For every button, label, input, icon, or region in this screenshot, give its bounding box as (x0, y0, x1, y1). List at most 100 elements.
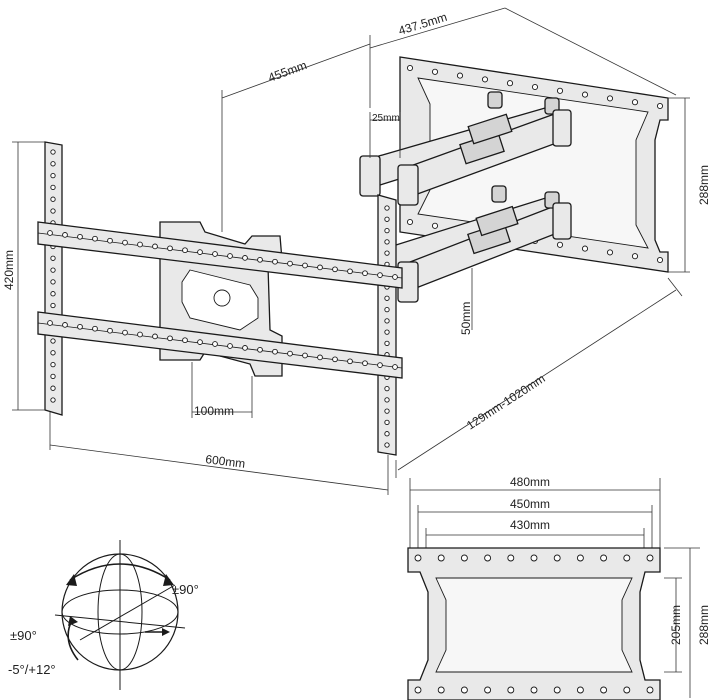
mounting-hole (600, 554, 608, 562)
mounting-hole (437, 686, 445, 694)
mounting-hole (302, 352, 308, 359)
mounting-hole (384, 295, 390, 301)
mounting-hole (242, 345, 248, 351)
label-tilt: -5°/+12° (8, 662, 56, 677)
mounting-hole (460, 686, 468, 694)
mounting-hole (377, 272, 383, 278)
mounting-hole (456, 72, 464, 79)
mounting-hole (581, 91, 589, 98)
mounting-hole (332, 266, 338, 273)
mounting-hole (242, 255, 248, 261)
mounting-hole (77, 233, 83, 240)
label-swivel-left: ±90° (10, 628, 37, 643)
mounting-hole (384, 385, 390, 392)
mounting-hole (50, 302, 56, 309)
mounting-hole (152, 243, 158, 250)
mounting-hole (287, 350, 293, 357)
mounting-hole (182, 247, 188, 254)
mounting-hole (384, 306, 390, 313)
mounting-hole (47, 320, 53, 326)
mounting-hole (122, 329, 128, 336)
label-plate-width-inner: 430mm (510, 518, 550, 532)
mounting-hole (212, 251, 218, 257)
mounting-hole (507, 554, 515, 562)
mounting-hole (484, 554, 492, 562)
mounting-hole (581, 245, 589, 252)
mounting-hole (362, 360, 368, 367)
mounting-hole (62, 322, 68, 328)
wall-plate-detail: 480mm 450mm 430mm 205mm 288mm (407, 475, 711, 700)
mounting-hole (530, 554, 538, 562)
mounting-hole (484, 686, 492, 694)
mounting-hole (257, 256, 263, 263)
mounting-hole (553, 686, 561, 694)
mounting-hole (50, 149, 56, 155)
mounting-hole (531, 83, 539, 91)
mounting-hole (257, 346, 263, 353)
mounting-hole (646, 686, 654, 694)
mounting-hole (406, 64, 414, 72)
mounting-hole (50, 385, 56, 391)
lower-horizontal-rail (37, 311, 403, 379)
mounting-hole (302, 262, 308, 269)
label-plate-height-inner: 205mm (669, 605, 683, 645)
mounting-hole (167, 335, 173, 342)
mounting-hole (656, 102, 664, 110)
mounting-hole (167, 245, 173, 252)
right-vertical-bracket (377, 194, 397, 456)
mounting-hole (631, 253, 639, 260)
mounting-hole (50, 291, 56, 297)
mounting-hole (122, 239, 128, 246)
label-plate-width: 437.5mm (397, 10, 449, 38)
mounting-hole (182, 337, 188, 344)
mounting-hole (347, 268, 353, 275)
mounting-hole (384, 329, 390, 335)
label-swivel-right: ±90° (172, 582, 199, 597)
mounting-hole (317, 264, 323, 271)
label-vesa-center: 100mm (194, 404, 234, 418)
dimension-arm-gap: 50mm (459, 268, 473, 335)
mounting-hole (362, 270, 368, 277)
mounting-hole (272, 348, 278, 355)
mounting-hole (384, 239, 390, 245)
mounting-hole (600, 686, 608, 694)
mounting-hole (556, 241, 564, 248)
mounting-hole (414, 686, 422, 694)
mounting-hole (506, 80, 514, 87)
mounting-hole (347, 358, 353, 365)
label-plate-width-outer: 480mm (510, 475, 550, 489)
mounting-hole (317, 354, 323, 361)
mounting-hole (576, 686, 584, 694)
mounting-hole (377, 362, 383, 368)
tilt-swivel-diagram: ±90° ±90° -5°/+12° (8, 540, 199, 690)
mounting-hole (50, 184, 56, 191)
label-bracket-height: 420mm (2, 250, 16, 290)
mounting-hole (137, 241, 143, 248)
mounting-hole (107, 237, 113, 244)
mounting-hole (431, 68, 439, 75)
mounting-hole (646, 554, 654, 562)
dimension-plate-depth: 455mm (221, 43, 371, 232)
upper-arm (359, 91, 572, 206)
mounting-hole (197, 339, 203, 345)
left-vertical-bracket (44, 141, 63, 416)
mounting-hole (50, 373, 56, 380)
mounting-hole (431, 222, 439, 229)
label-plate-depth: 455mm (266, 58, 308, 85)
mounting-hole (92, 325, 98, 332)
mounting-hole (50, 338, 56, 344)
mounting-hole (606, 249, 614, 256)
mounting-hole (50, 397, 56, 403)
mounting-hole (384, 216, 390, 222)
mounting-hole (606, 95, 614, 102)
label-plate-height: 288mm (697, 165, 711, 205)
mounting-hole (384, 408, 390, 414)
mounting-hole (62, 232, 68, 238)
mounting-hole (384, 419, 390, 426)
mounting-hole (152, 333, 158, 340)
label-arm-gap: 50mm (459, 302, 473, 335)
mounting-hole (92, 235, 98, 242)
mounting-hole (406, 218, 414, 226)
mounting-hole (287, 260, 293, 267)
